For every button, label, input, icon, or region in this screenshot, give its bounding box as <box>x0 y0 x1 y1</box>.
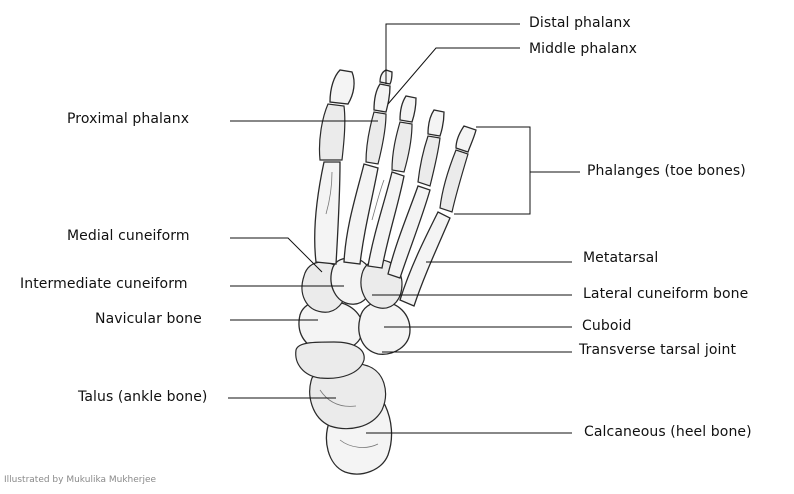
illustrator-credit: Illustrated by Mukulika Mukherjee <box>4 475 157 485</box>
bracket-phalanges <box>454 126 531 215</box>
middle-phalanx-2 <box>373 83 391 113</box>
label-distal-phalanx: Distal phalanx <box>529 15 631 31</box>
label-metatarsal: Metatarsal <box>583 250 659 266</box>
middle-phalanx-4 <box>427 109 445 137</box>
middle-phalanx-3 <box>399 95 417 123</box>
metatarsal-3 <box>367 171 405 269</box>
metatarsal-5 <box>399 211 451 307</box>
label-medial-cuneiform: Medial cuneiform <box>67 228 190 244</box>
middle-phalanx-5 <box>455 125 477 153</box>
label-intermediate-cuneiform: Intermediate cuneiform <box>20 276 188 292</box>
distal-phalanx-1 <box>329 69 355 105</box>
proximal-phalanx-1 <box>318 103 346 161</box>
label-lateral-cuneiform: Lateral cuneiform bone <box>583 286 749 302</box>
leader-distal-phalanx <box>385 23 520 84</box>
label-talus: Talus (ankle bone) <box>78 389 208 405</box>
leader-middle-phalanx <box>387 47 520 105</box>
proximal-phalanx-4 <box>417 135 441 187</box>
label-calcaneous: Calcaneous (heel bone) <box>584 424 752 440</box>
proximal-phalanx-5 <box>439 149 469 213</box>
label-phalanges: Phalanges (toe bones) <box>587 163 746 179</box>
metatarsal-4 <box>387 185 431 279</box>
leader-medial-cuneiform <box>230 237 323 273</box>
proximal-phalanx-2 <box>365 111 387 165</box>
label-middle-phalanx: Middle phalanx <box>529 41 638 57</box>
label-transverse-tarsal-joint: Transverse tarsal joint <box>579 342 737 358</box>
label-navicular: Navicular bone <box>95 311 202 327</box>
cuboid-bone <box>358 301 411 355</box>
metatarsal-2 <box>343 163 379 265</box>
metatarsal-1 <box>314 161 341 265</box>
proximal-phalanx-3 <box>391 121 413 173</box>
label-proximal-phalanx: Proximal phalanx <box>67 111 190 127</box>
label-cuboid: Cuboid <box>582 318 632 334</box>
